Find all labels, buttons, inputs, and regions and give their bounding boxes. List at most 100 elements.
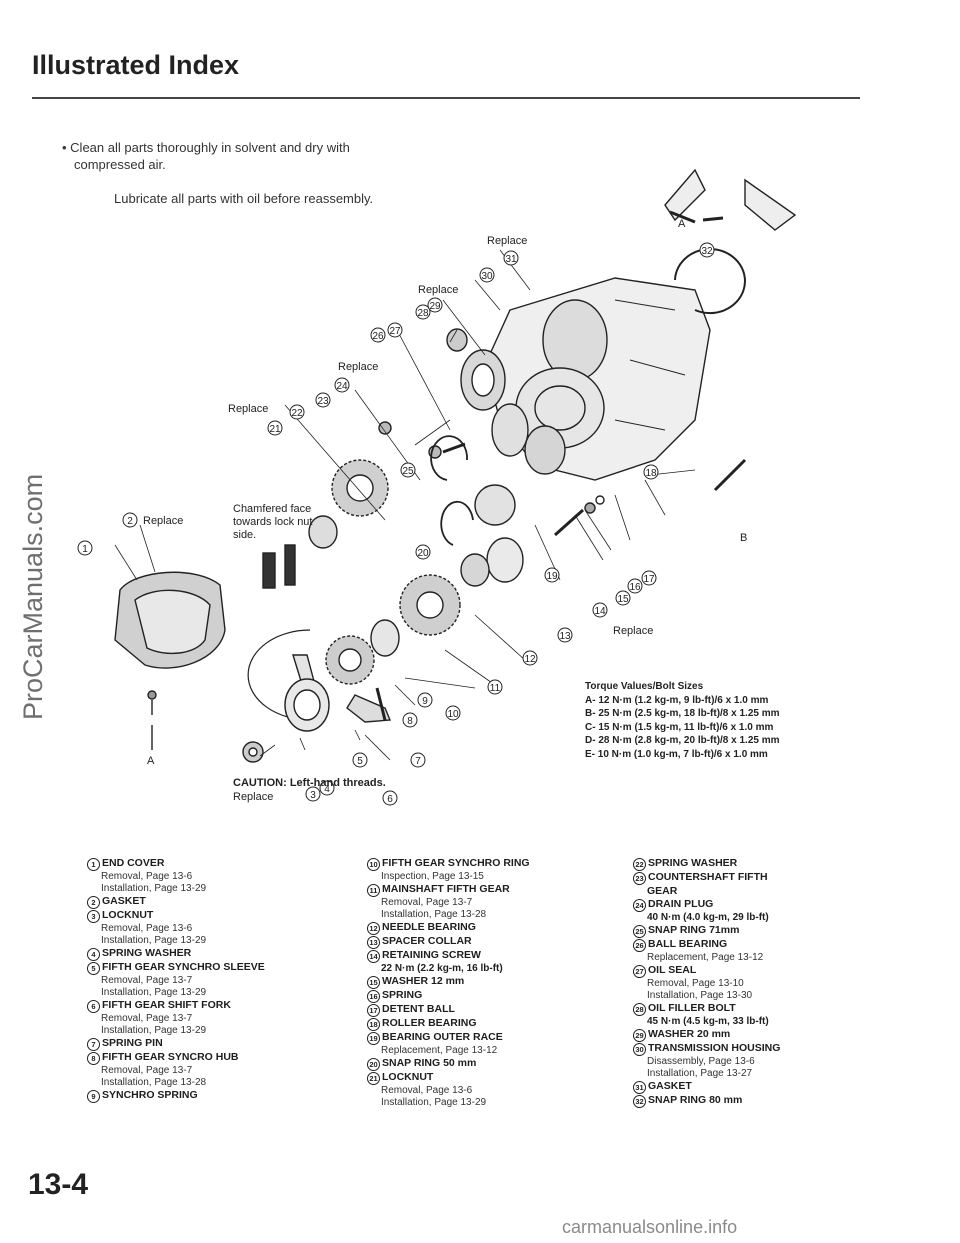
legend-item-name: LOCKNUT xyxy=(102,909,154,921)
legend-item-ref: Removal, Page 13-10 xyxy=(647,977,744,989)
legend-item-name: FIFTH GEAR SYNCHRO SLEEVE xyxy=(102,961,265,973)
label-chamfer-3: side. xyxy=(233,529,256,541)
callout-number-icon: 6 xyxy=(87,1000,100,1013)
svg-text:4: 4 xyxy=(324,784,330,795)
legend-item-ref: Removal, Page 13-7 xyxy=(101,1065,193,1076)
caution-note: CAUTION: Left-hand threads. Replace xyxy=(233,776,386,804)
torque-heading: Torque Values/Bolt Sizes xyxy=(585,681,704,692)
callout-number-icon: 21 xyxy=(367,1072,380,1085)
callout-number-icon: 4 xyxy=(87,948,100,961)
svg-text:11: 11 xyxy=(490,683,501,694)
svg-text:13: 13 xyxy=(559,631,571,642)
label-replace-2: Replace xyxy=(143,515,183,527)
torque-row-e: E- 10 N·m (1.0 kg-m, 7 lb-ft)/6 x 1.0 mm xyxy=(585,748,768,760)
note-clean-line1: • Clean all parts thoroughly in solvent … xyxy=(62,140,350,155)
label-replace-29: Replace xyxy=(418,284,458,296)
legend-item-name: DETENT BALL xyxy=(382,1003,455,1015)
end-cover xyxy=(114,571,226,669)
svg-text:20: 20 xyxy=(417,548,429,559)
legend-item-name: SPRING xyxy=(382,989,423,1001)
exploded-diagram: 1 2 3 4 5 6 7 8 9 10 11 12 13 14 15 16 1… xyxy=(77,168,797,806)
callout-number-icon: 20 xyxy=(367,1058,380,1071)
callout-number-icon: 10 xyxy=(367,858,380,871)
torque-row-a: A- 12 N·m (1.2 kg-m, 9 lb-ft)/6 x 1.0 mm xyxy=(585,694,769,706)
callout-number-icon: 15 xyxy=(367,976,380,989)
legend-item-name-cont: GEAR xyxy=(647,885,678,897)
callout-number-icon: 32 xyxy=(633,1094,646,1108)
callout-number-icon: 3 xyxy=(87,910,100,923)
legend-item-name: SNAP RING 80 mm xyxy=(648,1093,743,1106)
legend-item-name: NEEDLE BEARING xyxy=(382,921,476,933)
svg-text:19: 19 xyxy=(546,571,558,582)
callout-number-icon: 23 xyxy=(633,872,646,885)
svg-text:26: 26 xyxy=(372,331,384,342)
svg-text:3: 3 xyxy=(310,790,316,801)
callout-number-icon: 5 xyxy=(87,962,100,975)
svg-text:6: 6 xyxy=(387,794,393,805)
caution-sub: Replace xyxy=(233,791,274,803)
callout-number-icon: 2 xyxy=(87,896,100,909)
legend-item-name: SNAP RING 71mm xyxy=(648,923,740,936)
legend-item-name: ROLLER BEARING xyxy=(382,1017,477,1029)
callout-number-icon: 7 xyxy=(87,1038,100,1051)
svg-text:29: 29 xyxy=(429,301,441,312)
legend-item-name: BALL BEARING xyxy=(648,937,728,950)
callout-number-icon: 13 xyxy=(367,936,380,949)
legend-item-ref: Installation, Page 13-28 xyxy=(101,1077,207,1088)
svg-text:14: 14 xyxy=(594,606,606,617)
legend-item-name: WASHER 12 mm xyxy=(382,975,465,987)
svg-text:7: 7 xyxy=(415,756,421,767)
legend-item-name: SPRING WASHER xyxy=(102,947,192,959)
legend-item-ref: Removal, Page 13-6 xyxy=(381,1085,473,1096)
note-clean-line2: compressed air. xyxy=(74,157,166,172)
label-replace-22: Replace xyxy=(228,403,268,415)
svg-text:1: 1 xyxy=(82,544,88,555)
callout-number-icon: 29 xyxy=(633,1028,646,1042)
legend-item-ref: Installation, Page 13-29 xyxy=(101,1025,207,1036)
callout-number-icon: 8 xyxy=(87,1052,100,1065)
title-divider xyxy=(32,97,860,99)
page-number: 13-4 xyxy=(28,1168,89,1201)
label-chamfer-1: Chamfered face xyxy=(233,503,311,515)
legend-item-name: BEARING OUTER RACE xyxy=(382,1031,503,1043)
svg-text:31: 31 xyxy=(505,254,517,265)
legend-item-ref: Inspection, Page 13-15 xyxy=(381,871,484,882)
label-replace-24: Replace xyxy=(338,361,378,373)
callout-number-icon: 18 xyxy=(367,1018,380,1031)
legend-item-name: GASKET xyxy=(102,895,146,907)
page-title: Illustrated Index xyxy=(32,50,240,80)
caution-label: CAUTION: Left-hand threads. xyxy=(233,777,386,789)
legend-item-name: SNAP RING 50 mm xyxy=(382,1057,477,1069)
label-bolt-a: A xyxy=(147,755,155,767)
torque-row-c: C- 15 N·m (1.5 kg-m, 11 lb-ft)/6 x 1.0 m… xyxy=(585,721,774,733)
label-replace-31: Replace xyxy=(487,235,527,247)
